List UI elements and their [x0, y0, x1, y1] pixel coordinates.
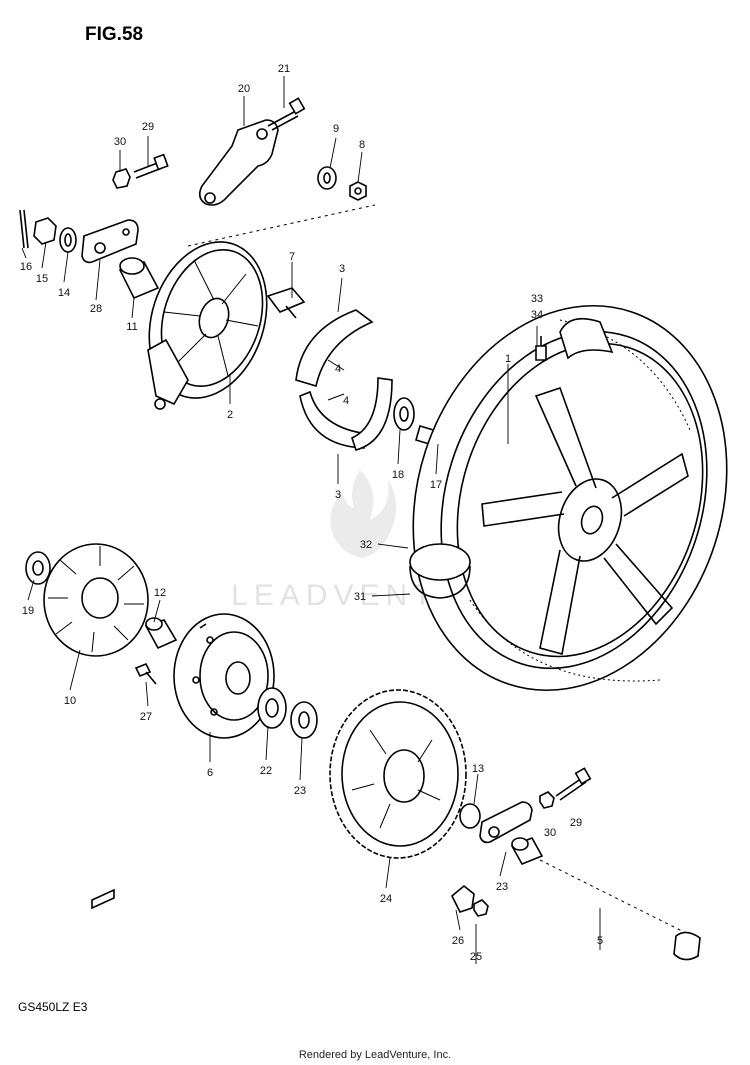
bearing-18 [393, 397, 415, 431]
callout-32: 32 [360, 539, 372, 551]
callout-8: 6 [207, 767, 213, 779]
rim-strip-32 [559, 317, 614, 360]
rear-wheel-1 [412, 304, 728, 692]
spacer-11 [118, 257, 160, 300]
brake-backing-plate-2 [147, 241, 268, 410]
callout-28: 28 [90, 303, 102, 315]
callout-22: 21 [278, 63, 290, 75]
spacer-23-lower [510, 836, 544, 866]
nut-6 [349, 181, 367, 201]
callout-13: 13 [472, 763, 484, 775]
callout-9: 10 [64, 695, 76, 707]
spacer-13 [459, 803, 481, 829]
tube-31 [409, 543, 471, 599]
nut-15 [33, 217, 57, 245]
callout-30-lower: 30 [544, 827, 556, 839]
washer-14 [59, 227, 77, 253]
bolt-29-top [133, 153, 169, 179]
callout-11: 11 [126, 321, 137, 333]
model-code: GS450LZ E3 [18, 1000, 88, 1014]
callout-23-left: 23 [294, 785, 306, 797]
callout-31: 31 [354, 591, 366, 603]
bolt-22 [267, 97, 306, 131]
callout-29: 29 [142, 121, 154, 133]
nut-30-lower [539, 791, 555, 809]
cotter-pin-16 [19, 209, 29, 249]
bearing-20 [257, 687, 287, 729]
callout-27: 26 [452, 935, 464, 947]
callout-34: 34 [531, 309, 543, 321]
nut-30-top [112, 168, 131, 189]
chain-adjuster-30 [479, 801, 533, 844]
brake-shoes-3: 4 4 [295, 309, 393, 451]
callout-29-lower: 29 [570, 817, 582, 829]
callout-23-right: 23 [496, 881, 508, 893]
callout-3-bottom: 3 [335, 489, 341, 501]
credit-line: Rendered by LeadVenture, Inc. [299, 1049, 451, 1061]
washer-7 [317, 166, 337, 190]
callout-15: 15 [36, 273, 48, 285]
bolt-29-lower [555, 767, 592, 801]
callout-20: 22 [260, 765, 272, 777]
callout-33: 33 [531, 293, 543, 305]
callout-17: 17 [430, 479, 442, 491]
svg-text:4: 4 [343, 395, 349, 407]
leader-lines [21, 76, 601, 964]
callout-18: 18 [392, 469, 404, 481]
rear-sprocket-24 [329, 689, 467, 859]
callout-10: 5 [597, 935, 603, 947]
callout-5: 7 [289, 251, 295, 263]
bolt-25 [134, 662, 157, 685]
callout-3-top: 3 [339, 263, 345, 275]
callout-25: 27 [140, 711, 152, 723]
callout-14: 14 [58, 287, 70, 299]
callout-2: 2 [227, 409, 233, 421]
callout-6: 8 [359, 139, 365, 151]
callout-16: 16 [20, 261, 32, 273]
callout-labels: 30 29 20 21 9 8 16 15 14 28 11 7 3 2 3 1… [20, 63, 603, 963]
sprocket-hub-8 [173, 613, 275, 739]
callout-1: 1 [505, 353, 511, 365]
cush-damper-9 [43, 543, 149, 657]
brake-cam-5 [266, 287, 306, 319]
callout-26: 25 [470, 951, 482, 963]
axle-10 [539, 859, 701, 961]
torque-link-21 [198, 119, 279, 206]
stopper-27 [451, 884, 475, 913]
bearing-19 [25, 551, 51, 585]
tire-valve-33 [535, 336, 547, 361]
callout-21: 20 [238, 83, 250, 95]
bearing-23-lower [290, 701, 318, 739]
svg-text:4: 4 [335, 363, 341, 375]
callout-12: 12 [154, 587, 166, 599]
callout-30: 30 [114, 136, 126, 148]
callout-19: 19 [22, 605, 34, 617]
adjuster-plate-28 [81, 219, 139, 264]
nut-26 [473, 899, 489, 917]
direction-arrow [91, 888, 115, 910]
spacer-12 [144, 617, 178, 650]
axis-line-top [187, 204, 376, 247]
callout-24: 24 [380, 893, 392, 905]
callout-7: 9 [333, 123, 339, 135]
figure-title: FIG.58 [85, 24, 143, 45]
